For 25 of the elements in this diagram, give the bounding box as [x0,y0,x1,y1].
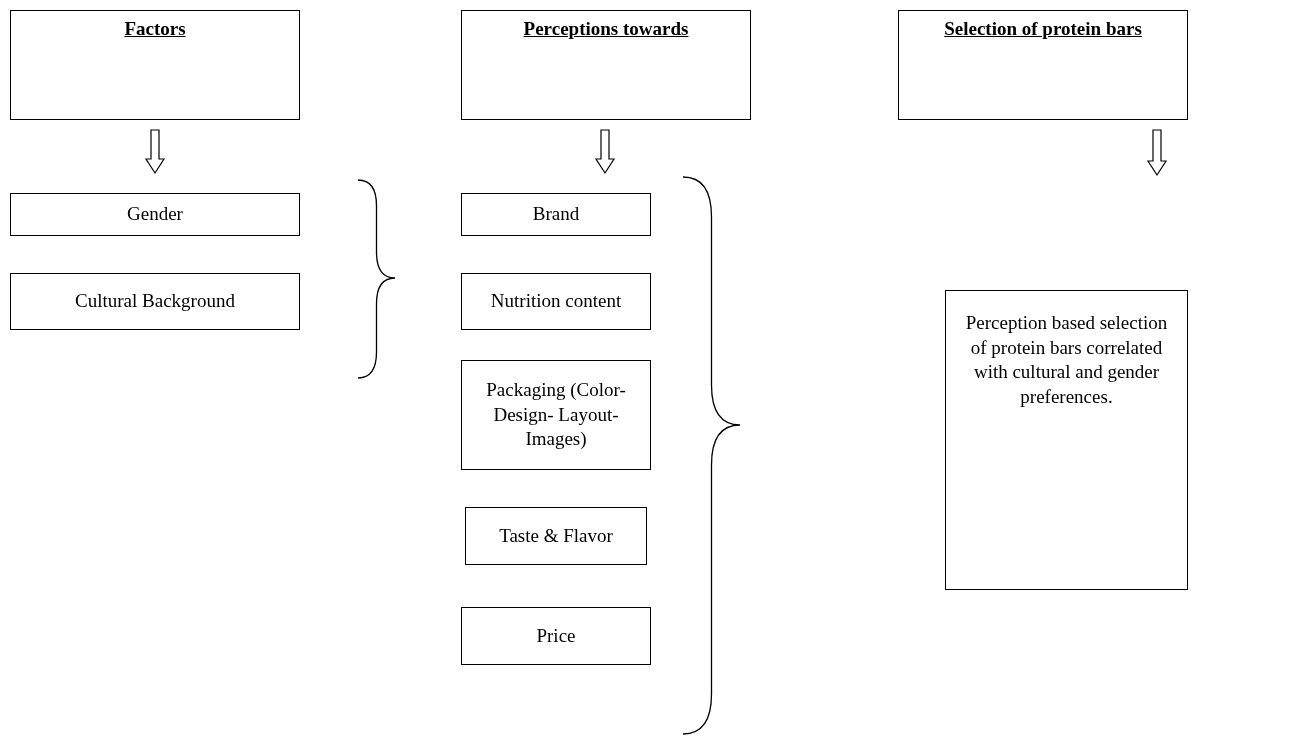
process-box [461,360,651,470]
column-heading: Factors [124,17,186,41]
box-text: Brand [532,202,580,227]
column-heading: Perceptions towards [523,17,689,41]
process-box [461,193,651,236]
process-box [10,193,300,236]
header-box [461,10,751,120]
process-box [461,273,651,330]
hollow-arrow [144,129,166,175]
column-heading: Selection of protein bars [944,17,1142,41]
header-box [10,10,300,120]
process-box [945,290,1188,590]
hollow-arrow [594,129,616,175]
hollow-arrow [1146,129,1168,177]
box-text: Price [536,623,576,648]
box-text: Perception based selection of protein bars correlated with cultural and gender preferences. [964,311,1169,410]
box-text: Gender [127,202,183,227]
process-box [10,273,300,330]
box-text: Taste & Flavor [499,523,613,548]
process-box [461,607,651,665]
box-text: Cultural Background [75,289,235,314]
header-box [898,10,1188,120]
process-box [465,507,647,565]
box-text: Packaging (Color- Design- Layout- Images) [485,377,627,452]
box-text: Nutrition content [490,289,622,314]
